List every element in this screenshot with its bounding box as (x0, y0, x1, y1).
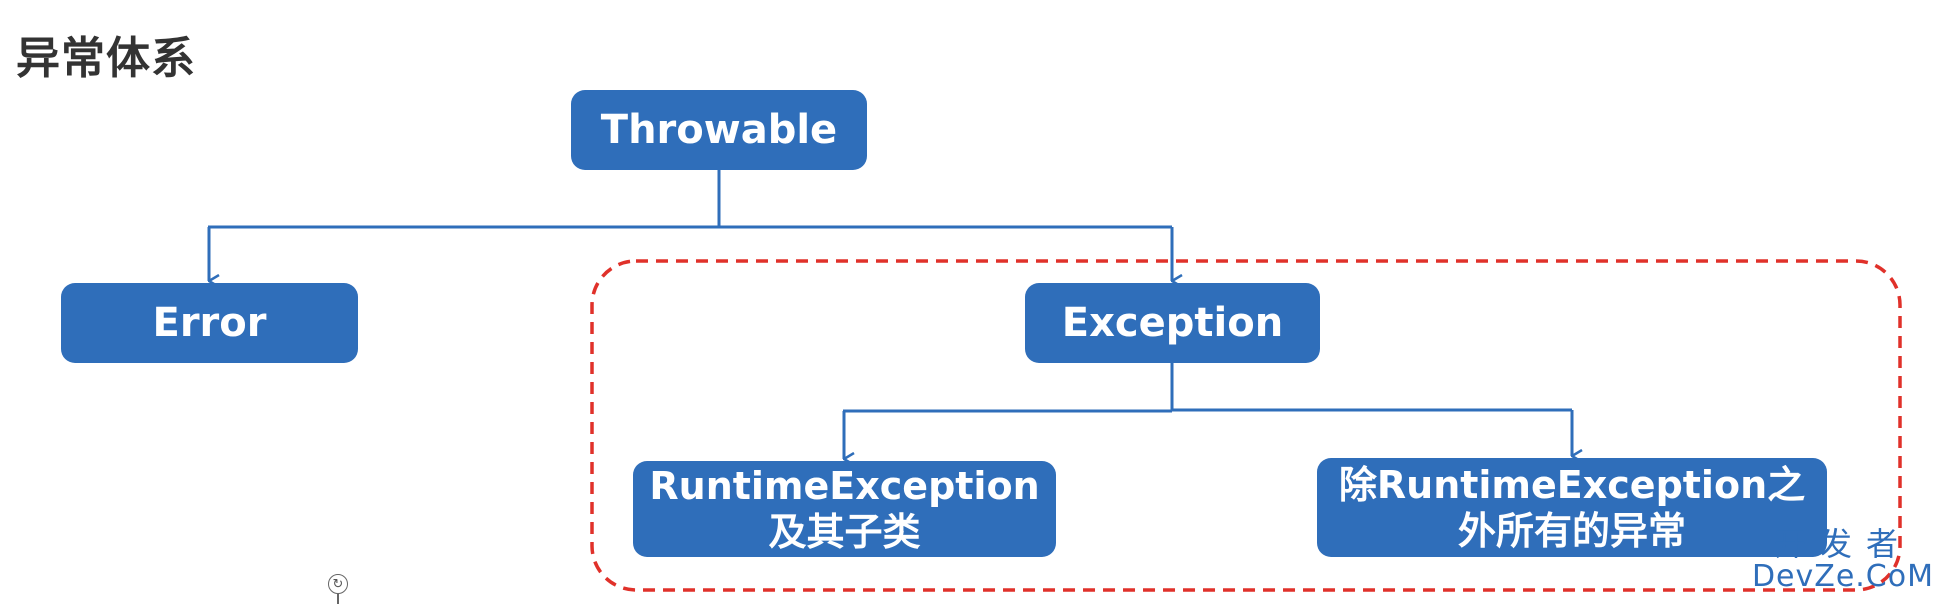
watermark: 开发者 DevZe.CoM (1752, 528, 1934, 592)
node-error: Error (61, 283, 358, 363)
node-checked-exceptions: 除RuntimeException之 外所有的异常 (1317, 458, 1827, 557)
checked-exception-group-border (590, 259, 1902, 592)
node-exception-label: Exception (1061, 300, 1284, 346)
cursor-stem (337, 594, 339, 604)
node-error-label: Error (152, 300, 267, 346)
rotate-cursor-icon: ↻ (328, 574, 348, 594)
node-exception: Exception (1025, 283, 1320, 363)
node-checked-line1: 除RuntimeException之 (1338, 462, 1806, 507)
node-throwable: Throwable (571, 90, 867, 170)
node-runtime-exception: RuntimeException 及其子类 (633, 461, 1056, 557)
node-runtime-line2: 及其子类 (768, 510, 921, 554)
edge-exception-children (842, 363, 1572, 459)
node-runtime-line1: RuntimeException (649, 464, 1040, 508)
edge-throwable-children (207, 170, 1172, 281)
watermark-line1: 开发者 (1773, 525, 1912, 563)
watermark-line2: DevZe.CoM (1751, 559, 1934, 594)
node-checked-line2: 外所有的异常 (1457, 508, 1686, 553)
node-throwable-label: Throwable (600, 107, 838, 153)
page-title: 异常体系 (16, 33, 196, 84)
